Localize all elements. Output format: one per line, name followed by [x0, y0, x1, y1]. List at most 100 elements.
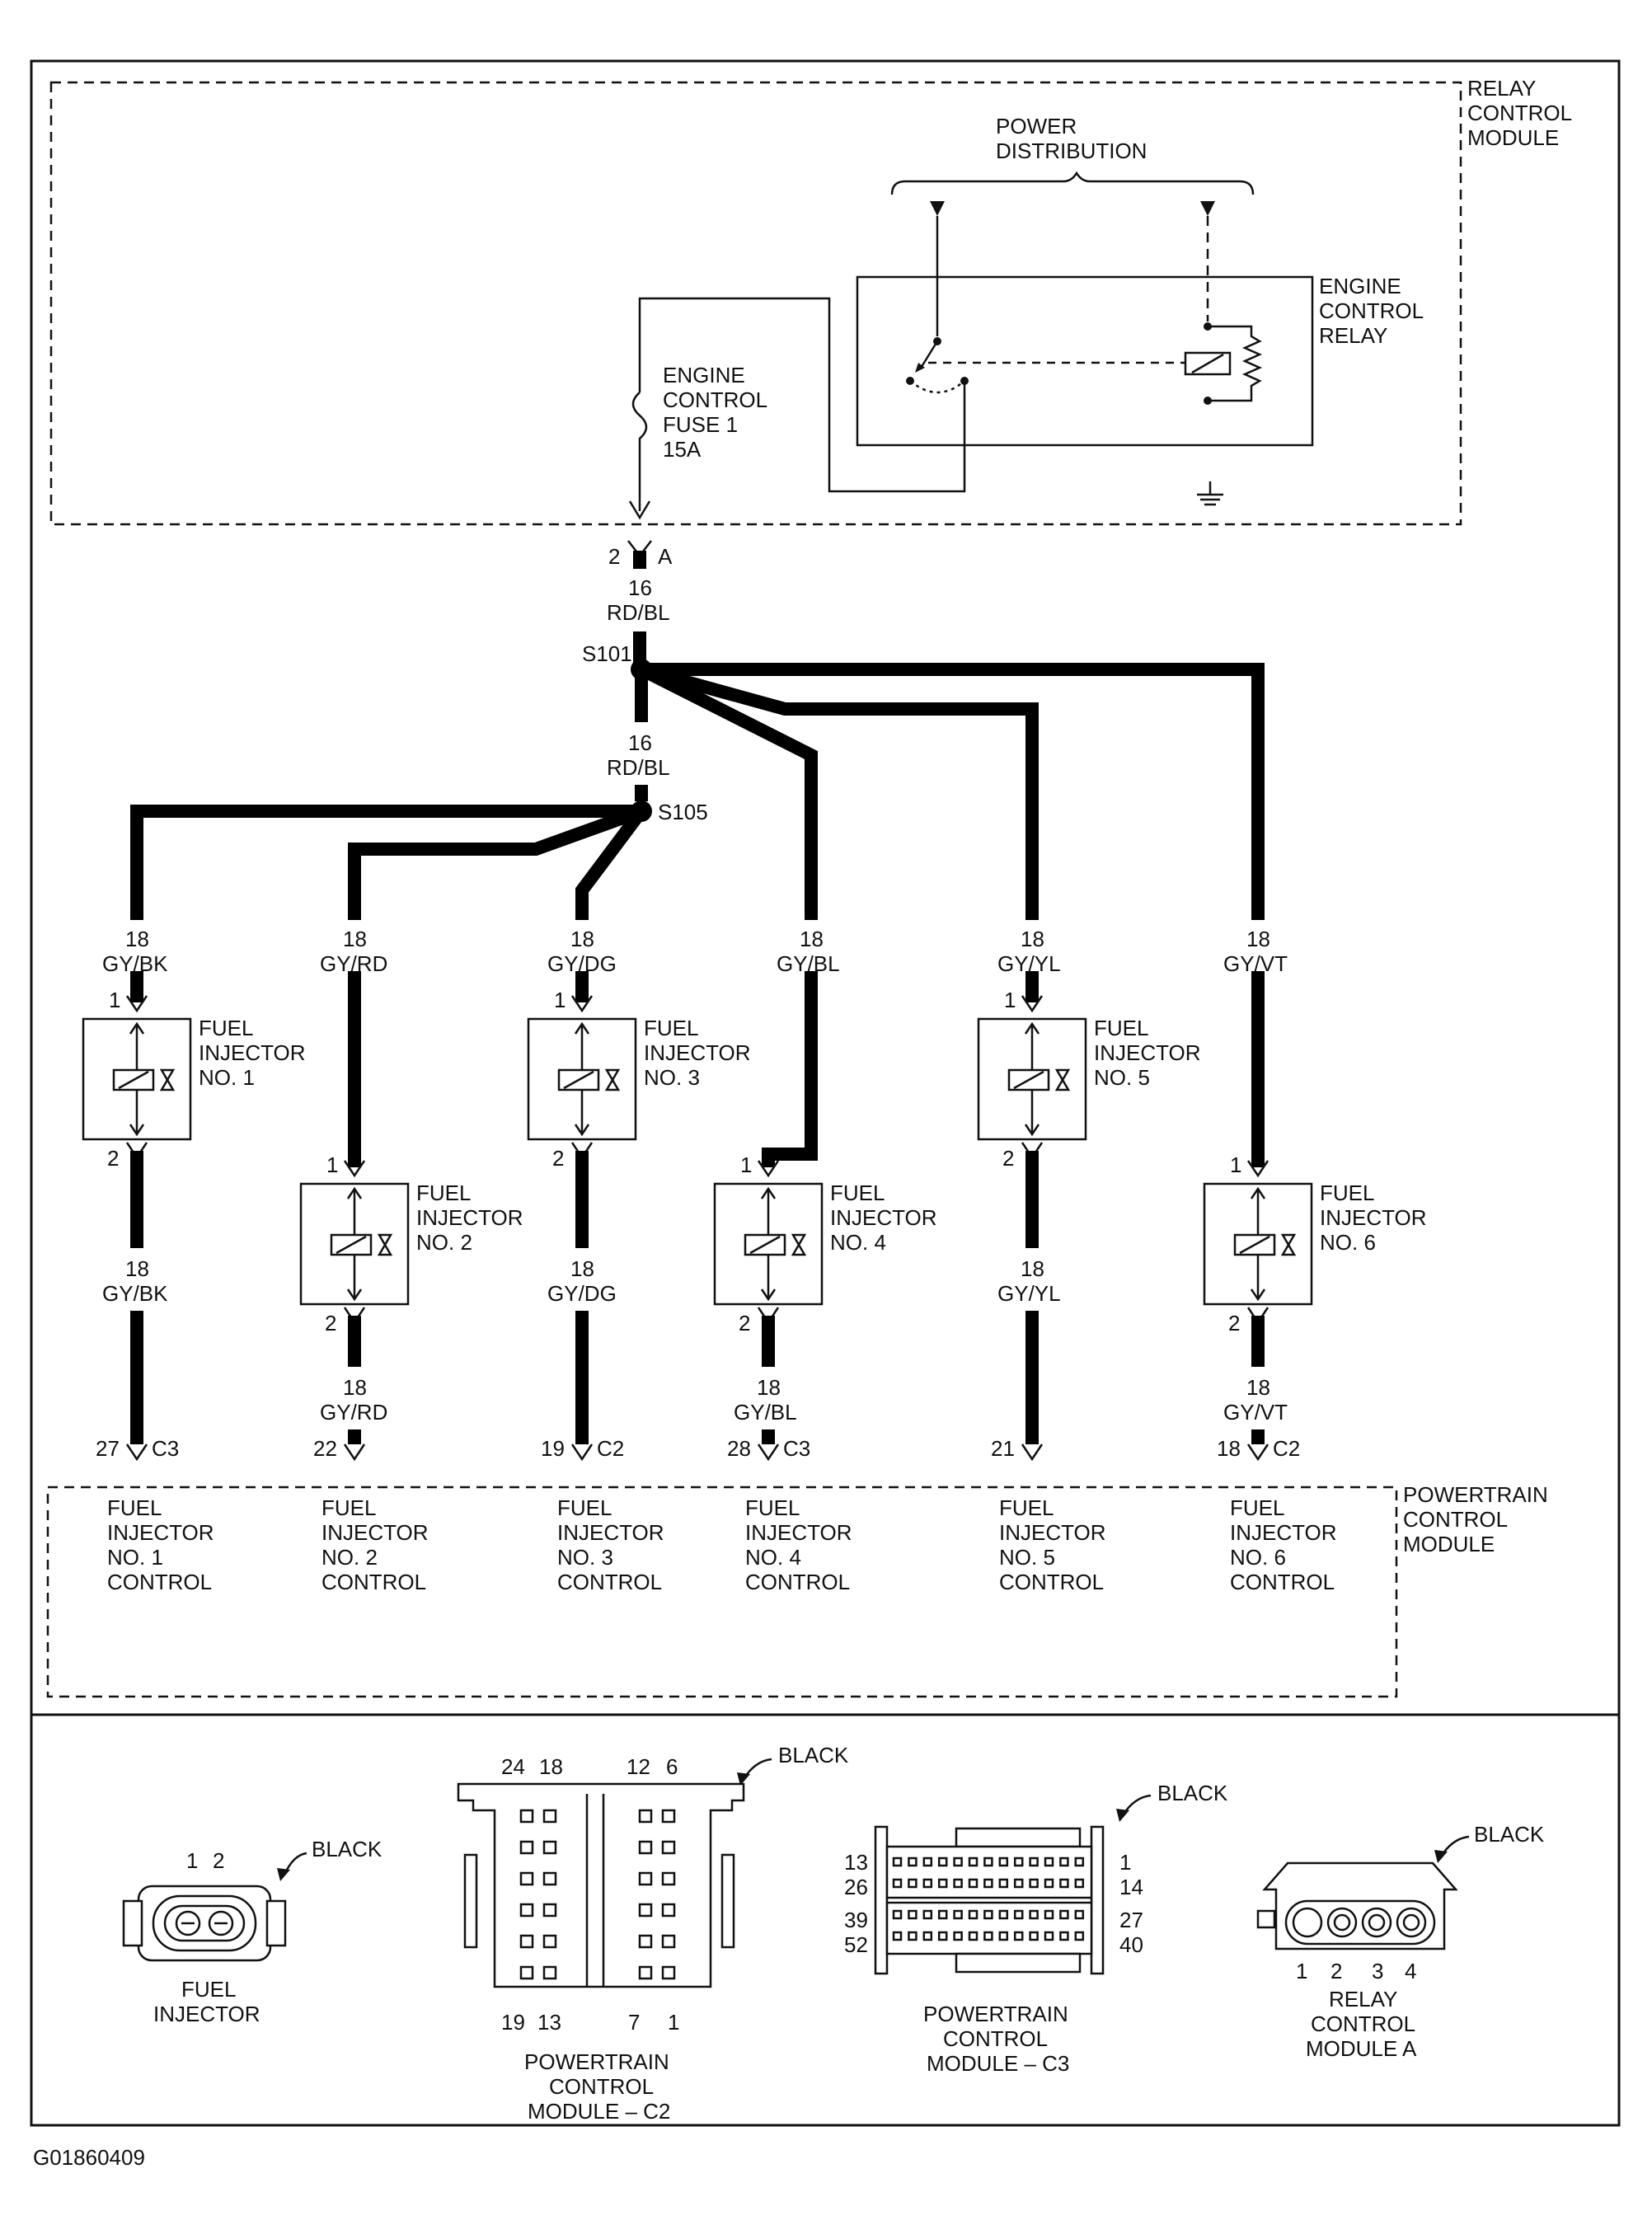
c3-cavity [892, 1857, 903, 1867]
c3-cavity [968, 1857, 979, 1867]
c2-cavity [638, 1871, 653, 1886]
c2-cavity [638, 1840, 653, 1855]
c3-cavity [908, 1931, 918, 1941]
c2-cavity [661, 1840, 676, 1855]
c3-cavity [908, 1878, 918, 1889]
relay-module-a-connector-color: BLACK [1474, 1822, 1545, 1847]
lower-gauge-4: 18 [757, 1375, 781, 1400]
injector-control-6: INJECTOR [1230, 1520, 1337, 1545]
injector-name-4: FUEL [830, 1181, 885, 1205]
injector-control-4: CONTROL [745, 1570, 850, 1594]
pcm-c3-connector-color: BLACK [1157, 1781, 1228, 1805]
c3-cavity [998, 1931, 1009, 1941]
wire-to-injector-4 [638, 663, 818, 920]
relay-coil [1184, 322, 1263, 405]
c3-cavity [983, 1909, 993, 1920]
c2-cavity [542, 1840, 557, 1855]
injector-name-2: NO. 2 [416, 1230, 472, 1255]
c3-cavity [1013, 1878, 1024, 1889]
pcm-conn-1: C3 [152, 1436, 179, 1461]
pcm-conn-3: C2 [597, 1436, 624, 1461]
svg-text:14: 14 [1119, 1875, 1143, 1899]
pcm-pin-5: 21 [991, 1436, 1015, 1461]
c3-cavity [908, 1857, 918, 1867]
svg-text:1: 1 [1296, 1959, 1307, 1983]
injector-valve-icon-6 [1280, 1233, 1297, 1256]
c2-cavity [542, 1934, 557, 1949]
engine-control-relay-label: ENGINE CONTROL RELAY [1319, 274, 1424, 348]
svg-text:39: 39 [844, 1908, 868, 1932]
svg-text:POWER: POWER [996, 114, 1077, 138]
lower-color-1: GY/BK [102, 1281, 168, 1306]
c3-cavity [1074, 1909, 1085, 1920]
pcm-pin-2: 22 [313, 1436, 337, 1461]
svg-text:DISTRIBUTION: DISTRIBUTION [996, 138, 1147, 163]
wire-gauge-1: 18 [125, 927, 149, 951]
c3-cavity [892, 1931, 903, 1941]
c3-cavity [1074, 1878, 1085, 1889]
pcm-conn-6: C2 [1273, 1436, 1300, 1461]
c3-cavity [953, 1878, 963, 1889]
injector-control-1: NO. 1 [107, 1545, 163, 1570]
fuse-output-arrow [628, 500, 651, 520]
c3-cavity [983, 1857, 993, 1867]
svg-text:MODULE – C2: MODULE – C2 [528, 2099, 670, 2124]
injector-control-4: FUEL [745, 1495, 800, 1520]
wire-color-4: GY/BL [777, 951, 840, 976]
svg-text:2: 2 [213, 1848, 224, 1873]
pin-out-3: 2 [552, 1146, 564, 1171]
injector-name-2: FUEL [416, 1181, 471, 1205]
injector-name-3: FUEL [644, 1016, 698, 1040]
c3-cavity [1029, 1878, 1039, 1889]
injector-name-1: INJECTOR [199, 1040, 306, 1065]
injector-control-4: INJECTOR [745, 1520, 852, 1545]
injector-name-1: FUEL [199, 1016, 253, 1040]
pcm-pin-icon-5 [1021, 1443, 1044, 1462]
wire-gauge-2: 18 [343, 927, 367, 951]
lower-color-3: GY/DG [547, 1281, 617, 1306]
injector-control-2: NO. 2 [321, 1545, 378, 1570]
diagram-id: G01860409 [33, 2145, 145, 2170]
svg-text:18: 18 [539, 1754, 563, 1779]
pcm-pin-icon-3 [570, 1443, 594, 1462]
svg-text:27: 27 [1119, 1908, 1143, 1932]
c3-cavity [1074, 1931, 1085, 1941]
svg-text:RELAY: RELAY [1319, 323, 1387, 348]
c3-cavity [937, 1857, 948, 1867]
lower-color-5: GY/YL [997, 1281, 1061, 1306]
c3-cavity [1029, 1909, 1039, 1920]
pin-out-4: 2 [739, 1311, 750, 1335]
fuse-element [631, 392, 648, 511]
c3-cavity [1044, 1878, 1054, 1889]
c2-cavity [638, 1903, 653, 1918]
injector-control-3: NO. 3 [557, 1545, 613, 1570]
c3-cavity [922, 1878, 933, 1889]
svg-text:CONTROL: CONTROL [549, 2074, 654, 2099]
c3-cavity [998, 1878, 1009, 1889]
pin-in-icon-5 [1021, 995, 1044, 1013]
c3-cavity [1059, 1909, 1069, 1920]
lower-color-2: GY/RD [320, 1400, 387, 1425]
svg-text:CONTROL: CONTROL [1319, 298, 1424, 323]
wire-to-injector-2 [348, 805, 644, 920]
c2-cavity [638, 1934, 653, 1949]
c3-cavity [892, 1878, 903, 1889]
svg-text:12: 12 [627, 1754, 650, 1779]
pin-in-icon-1 [125, 995, 148, 1013]
pcm-title: POWERTRAIN CONTROL MODULE [1403, 1482, 1548, 1556]
wire-to-injector-3 [575, 807, 647, 920]
c3-cavity [968, 1878, 979, 1889]
injector-control-2: FUEL [321, 1495, 376, 1520]
branch-wire-gauge: 16 [628, 730, 652, 755]
injector-control-4: NO. 4 [745, 1545, 801, 1570]
wire-color-6: GY/VT [1223, 951, 1288, 976]
pin-in-4: 1 [740, 1152, 752, 1177]
c2-cavity [542, 1965, 557, 1980]
c2-cavity [519, 1840, 534, 1855]
c2-cavity [542, 1903, 557, 1918]
svg-text:CONTROL: CONTROL [1467, 101, 1572, 125]
pcm-c3-connector: BLACK 13 26 39 52 1 14 27 40 POWERTRAIN … [844, 1781, 1228, 2076]
injector-valve-icon-2 [377, 1233, 393, 1256]
pcm-pin-icon-2 [343, 1443, 366, 1462]
